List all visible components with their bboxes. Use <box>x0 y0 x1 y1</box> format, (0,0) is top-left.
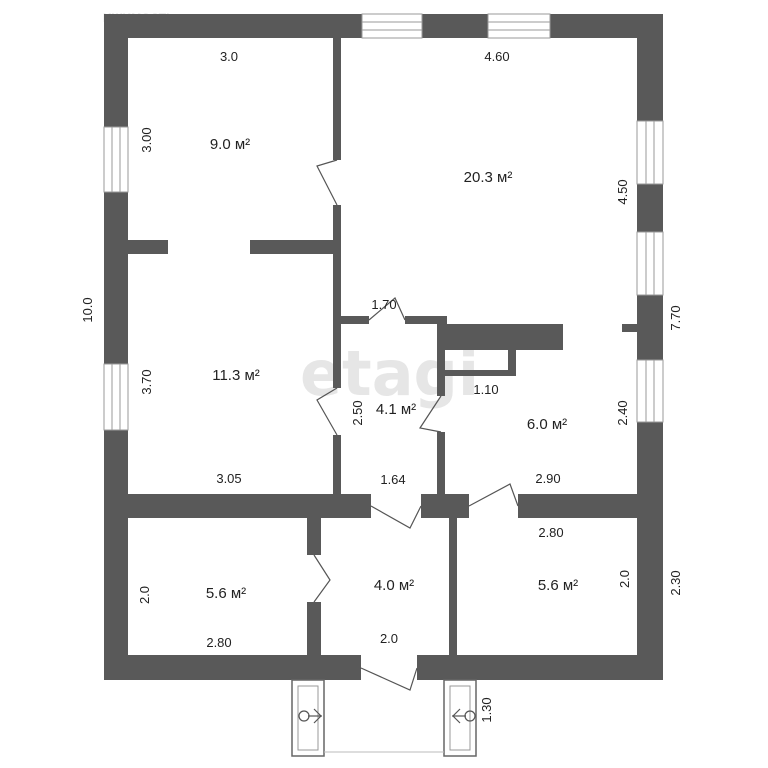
outer-right-top-dim: 7.70 <box>668 305 683 330</box>
room-2-width: 4.60 <box>484 49 509 64</box>
room-4-height: 2.50 <box>350 400 365 425</box>
room-6-area: 5.6 м² <box>206 585 246 602</box>
window-left-1 <box>103 126 129 193</box>
room-5-height: 2.40 <box>615 400 630 425</box>
room-5-area: 6.0 м² <box>527 416 567 433</box>
window-left-2 <box>103 363 129 431</box>
room-3: 11.3 м² 3.70 3.05 <box>139 367 260 486</box>
room-8-height: 2.0 <box>617 570 632 588</box>
outer-walls <box>104 14 663 680</box>
room-5: 6.0 м² 1.10 2.40 2.90 <box>473 382 630 486</box>
door-swing-1 <box>316 159 338 206</box>
room-7-area: 4.0 м² <box>374 577 414 594</box>
door-swing-4 <box>419 395 442 433</box>
room-1-width: 3.0 <box>220 49 238 64</box>
window-right-3 <box>636 359 664 423</box>
outer-left-dim: 10.0 <box>80 297 95 322</box>
room-6-width: 2.80 <box>206 635 231 650</box>
room-2: 20.3 м² 4.60 4.50 <box>464 49 630 205</box>
room-3-width: 3.05 <box>216 471 241 486</box>
doors <box>313 159 519 691</box>
room-2-height: 4.50 <box>615 179 630 204</box>
windows <box>103 13 664 431</box>
room-6-height: 2.0 <box>137 586 152 604</box>
room-5-width-bottom: 2.90 <box>535 471 560 486</box>
door-swing-5 <box>370 505 422 529</box>
window-right-1 <box>636 120 664 185</box>
room-8: 5.6 м² 2.80 2.0 <box>538 525 632 594</box>
door-swing-3 <box>368 297 406 321</box>
room-3-area: 11.3 м² <box>212 367 260 384</box>
room-4-area: 4.1 м² <box>376 401 416 418</box>
room-1-height: 3.00 <box>139 127 154 152</box>
room-8-area: 5.6 м² <box>538 577 578 594</box>
room-1-area: 9.0 м² <box>210 136 250 153</box>
outer-dimensions: 10.0 7.70 2.30 1.30 <box>80 297 683 722</box>
room-5-width: 1.10 <box>473 382 498 397</box>
window-top-2 <box>487 13 551 39</box>
door-swing-8 <box>360 667 418 691</box>
room-4-width: 1.70 <box>371 297 396 312</box>
room-3-height: 3.70 <box>139 369 154 394</box>
porch <box>291 679 477 757</box>
door-swing-6 <box>468 483 519 507</box>
window-right-2 <box>636 231 664 296</box>
room-8-width: 2.80 <box>538 525 563 540</box>
interior-walls <box>128 38 637 655</box>
door-swing-7 <box>313 554 331 603</box>
outer-right-bottom-dim: 2.30 <box>668 570 683 595</box>
room-4-width-bottom: 1.64 <box>380 472 405 487</box>
door-swing-2 <box>316 387 338 436</box>
room-1: 9.0 м² 3.0 3.00 <box>139 49 250 153</box>
porch-dim: 1.30 <box>479 697 494 722</box>
room-2-area: 20.3 м² <box>464 169 513 186</box>
room-7: 4.0 м² 2.0 <box>374 577 414 646</box>
window-top-1 <box>361 13 423 39</box>
room-7-width: 2.0 <box>380 631 398 646</box>
room-4: 4.1 м² 1.70 2.50 1.64 <box>350 297 416 487</box>
room-6: 5.6 м² 2.0 2.80 <box>137 585 246 650</box>
